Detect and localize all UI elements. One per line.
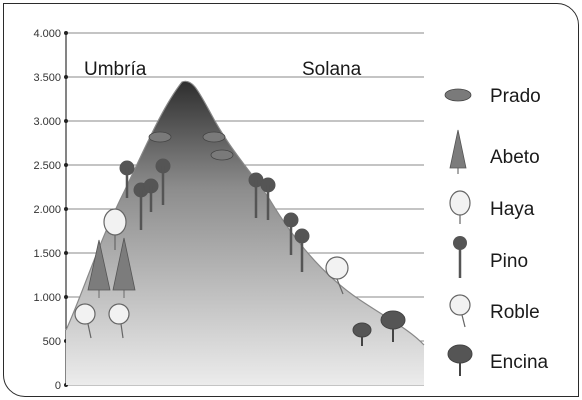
holm-oak-icon: [352, 310, 406, 346]
legend-label: Pino: [490, 251, 528, 272]
y-tick-label: 2.500: [33, 160, 61, 172]
fir-tree-icon: [449, 129, 467, 174]
umbria-label: Umbría: [84, 59, 147, 80]
legend-item-encina: Encina: [447, 344, 549, 376]
oak-tree-icon: [74, 303, 130, 339]
legend-item-haya: Haya: [449, 190, 535, 224]
tick-mark: [64, 119, 68, 123]
tick-mark: [64, 31, 68, 35]
y-tick-label: 1.000: [33, 292, 61, 304]
legend-label: Encina: [490, 352, 549, 373]
y-tick-label: 1.500: [33, 248, 61, 260]
y-tick-label: 500: [43, 336, 61, 348]
tick-mark: [64, 207, 68, 211]
legend-item-prado: Prado: [444, 86, 541, 107]
meadow-icon: [444, 88, 472, 102]
y-tick-label: 3.000: [33, 116, 61, 128]
pine-tree-icon: [453, 236, 467, 278]
legend-item-roble: Roble: [449, 294, 540, 328]
y-tick-label: 0: [55, 380, 61, 392]
tick-mark: [64, 75, 68, 79]
holm-oak-icon: [447, 344, 473, 376]
mountain-outline: [65, 80, 425, 346]
oak-tree-icon: [449, 294, 471, 328]
tick-mark: [64, 251, 68, 255]
legend-label: Prado: [490, 86, 541, 107]
y-tick-label: 3.500: [33, 72, 61, 84]
beech-tree-icon: [449, 190, 471, 224]
solana-label: Solana: [302, 59, 362, 80]
pine-tree-icon: [248, 172, 310, 272]
tick-mark: [64, 295, 68, 299]
legend-item-abeto: Abeto: [449, 129, 540, 174]
pine-tree-icon: [119, 158, 171, 230]
beech-tree-icon: [103, 208, 349, 295]
legend-label: Abeto: [490, 147, 540, 168]
y-axis-ticks: 4.000 3.500 3.000 2.500 2.000 1.500 1.000 500 0: [33, 28, 68, 392]
legend-label: Haya: [490, 199, 535, 220]
fir-tree-icon: [87, 237, 136, 298]
legend-label: Roble: [490, 302, 540, 323]
y-tick-label: 4.000: [33, 28, 61, 40]
legend-item-pino: Pino: [453, 236, 528, 278]
meadow-icon: [148, 131, 234, 161]
tick-mark: [64, 163, 68, 167]
legend: Prado Abeto Haya Pino: [444, 86, 549, 376]
mountain: [66, 81, 424, 385]
y-tick-label: 2.000: [33, 204, 61, 216]
